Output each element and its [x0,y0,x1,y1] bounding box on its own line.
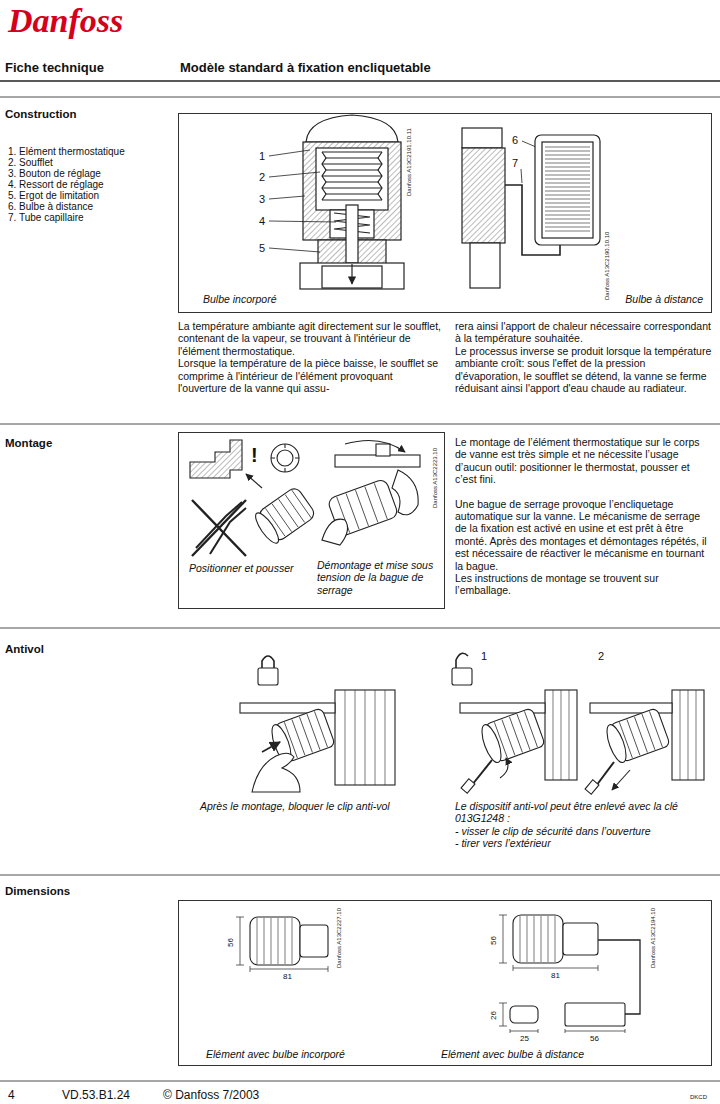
section-heading: Montage [5,437,52,451]
drawing-code: Danfoss A13C2227.10 [336,908,343,968]
figure-caption: Elément avec bulbe à distance [441,1048,584,1060]
dimension-value: 26 [489,1011,498,1020]
callout-number: 7 [512,157,518,169]
body-text: Le montage de l’élément thermostatique s… [455,436,712,486]
body-text: Les instructions de montage se trouvent … [455,572,712,597]
part-list-item: 6. Bulbe à distance [8,201,93,212]
warning-mark: ! [251,444,258,466]
drawing-code: Danfoss A13C2190.10.10 [604,232,611,300]
dimension-lines [236,915,625,1033]
callout-number: 1 [259,150,265,162]
figure-caption: Après le montage, bloquer le clip anti-v… [200,800,390,812]
body-text: Le processus inverse se produit lorsque … [455,345,712,395]
callout-number: 4 [259,215,265,227]
leader-lines [269,141,536,252]
thermostat-section [300,115,404,289]
section-heading: Construction [5,108,77,122]
part-list-item: 2. Soufflet [8,157,53,168]
figure-caption: Démontage et mise sous tension de la bag… [317,559,439,596]
text-column: rera ainsi l'apport de chaleur nécessair… [455,320,712,394]
section-rules [0,81,720,1081]
figure-caption: Elément avec bulbe incorporé [206,1048,345,1060]
drawing-code: Danfoss A13C2191.10.11 [406,128,413,196]
section-heading: Antivol [5,643,44,657]
dimension-value: 81 [551,971,560,980]
callout-number: 3 [259,193,265,205]
section-heading: Dimensions [5,885,70,899]
part-list-item: 4. Ressort de réglage [8,179,104,190]
body-text: Une bague de serrage provoque l’enclique… [455,498,712,572]
brand-logo: Danfoss [8,4,123,38]
document-code: VD.53.B1.24 [62,1088,130,1102]
callout-number: 6 [512,134,518,146]
figure-caption: - visser le clip de sécurité dans l’ouve… [455,825,705,837]
figure-caption: Bulbe incorporé [203,293,277,305]
figure-frame: Positionner et pousser Démontage et mise … [178,432,445,609]
dimension-drawings [250,915,640,1026]
callout-number: 2 [259,171,265,183]
drawing-code: Danfoss A13C2194.10 [650,908,657,968]
figure-caption: Positionner et pousser [189,562,293,574]
text-column: Le montage de l’élément thermostatique s… [455,436,712,597]
figure-frame: Bulbe incorporé Bulbe à distance [178,113,712,313]
body-text: La température ambiante agit directement… [178,320,444,357]
figure-caption: Bulbe à distance [625,293,703,305]
dimension-value: 81 [283,972,292,981]
footer-code: DKCD [690,1094,707,1101]
mounting-illustration [190,440,420,556]
step-number: 1 [481,650,487,662]
callout-number: 5 [259,242,265,254]
dimension-value: 56 [226,938,235,947]
body-text: rera ainsi l'apport de chaleur nécessair… [455,320,712,345]
text-column: La température ambiante agit directement… [178,320,444,394]
part-list-item: 1. Elément thermostatique [8,146,125,157]
figure-caption: - tirer vers l’extérieur [455,837,705,849]
part-list-item: 5. Ergot de limitation [8,190,99,201]
remote-bulb-section [462,128,600,288]
dimension-value: 56 [489,936,498,945]
header-text: Fiche technique [5,60,104,76]
copyright: © Danfoss 7/2003 [163,1088,259,1102]
dimension-value: 25 [520,1034,529,1043]
anti-theft-illustration [240,653,704,794]
part-list-item: 7. Tube capillaire [8,212,84,223]
drawing-code: Danfoss A13C2223.10 [432,448,439,508]
page-number: 4 [8,1088,15,1102]
figure-caption: Le dispositif anti-vol peut être enlevé … [455,800,705,825]
figure-frame: Elément avec bulbe incorporé Elément avec… [178,900,712,1066]
text-column: Le dispositif anti-vol peut être enlevé … [455,800,705,850]
page-title: Modèle standard à fixation encliquetable [180,60,431,76]
dimension-value: 56 [590,1034,599,1043]
body-text: Lorsque la température de la pièce baiss… [178,357,444,394]
step-number: 2 [598,650,604,662]
part-list-item: 3. Bouton de réglage [8,168,101,179]
